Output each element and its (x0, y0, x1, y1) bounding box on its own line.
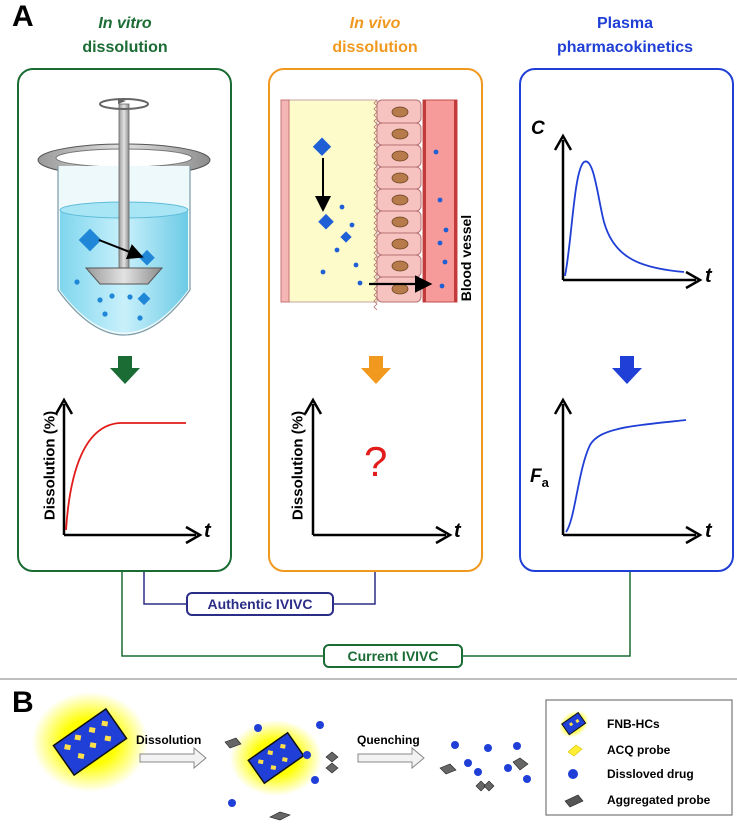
col3-title-line2: pharmacokinetics (556, 39, 694, 56)
panel-a-letter: A (12, 0, 34, 33)
col3-pk-t-label: t (705, 265, 712, 287)
fa-label-f: F (530, 466, 542, 487)
col3-down-arrow (612, 356, 642, 384)
legend-fnb-hc-swatch (559, 710, 589, 738)
col1-down-arrow (110, 356, 140, 384)
legend-aggregated-probe: Aggregated probe (607, 793, 711, 807)
col2-down-arrow (361, 356, 391, 384)
col3-fa-t-label: t (705, 520, 712, 542)
col2-ylabel: Dissolution (%) (289, 410, 307, 521)
legend-acq-probe: ACQ probe (607, 743, 671, 757)
panel-b-letter: B (12, 686, 34, 719)
col3-pk-plot (553, 133, 703, 290)
col1-title-italic: In vitro (98, 15, 152, 32)
col2-title: In vivo dissolution (280, 12, 470, 60)
col3-title-line1: Plasma (596, 15, 654, 32)
dissolution-step-label: Dissolution (136, 733, 202, 747)
legend-dissolved-drug: Dissloved drug (607, 767, 694, 781)
col2-t-label: t (454, 520, 461, 542)
col3-c-label: C (531, 118, 545, 139)
quenching-step-label: Quenching (357, 733, 420, 747)
col3-fa-plot (553, 397, 703, 545)
fa-label-sub: a (541, 474, 549, 490)
col1-box (17, 68, 232, 572)
col2-box (268, 68, 483, 572)
col1-title: In vitro dissolution (30, 12, 220, 60)
current-ivivc-label: Current IVIVC (323, 644, 463, 668)
quenching-arrow (357, 746, 425, 770)
quenched-state (439, 741, 531, 792)
legend-acq-swatch (567, 744, 583, 757)
col1-ylabel: Dissolution (%) (41, 410, 59, 521)
intestine-scene (280, 99, 458, 311)
dissolution-arrow (139, 746, 207, 770)
col1-dissolution-plot (54, 397, 203, 545)
col2-title-main: dissolution (332, 39, 418, 56)
col3-fa-label: Fa (530, 466, 549, 490)
question-mark: ? (364, 438, 388, 485)
fnb-hc-middle (224, 720, 339, 821)
col1-title-main: dissolution (82, 39, 168, 56)
authentic-ivivc-label: Authentic IVIVC (186, 592, 334, 616)
col3-box (519, 68, 734, 572)
col1-t-label: t (204, 520, 211, 542)
fnb-hc-left (32, 692, 148, 792)
legend-fnb-hcs: FNB-HCs (607, 717, 660, 731)
blood-vessel-label: Blood vessel (458, 214, 474, 302)
col2-dissolution-plot (303, 397, 453, 545)
legend-aggregated-swatch (564, 794, 584, 808)
legend-drug-swatch (568, 769, 578, 779)
dissolution-vessel (37, 98, 211, 336)
col3-title: Plasma pharmacokinetics (530, 12, 720, 60)
col2-title-italic: In vivo (349, 15, 401, 32)
